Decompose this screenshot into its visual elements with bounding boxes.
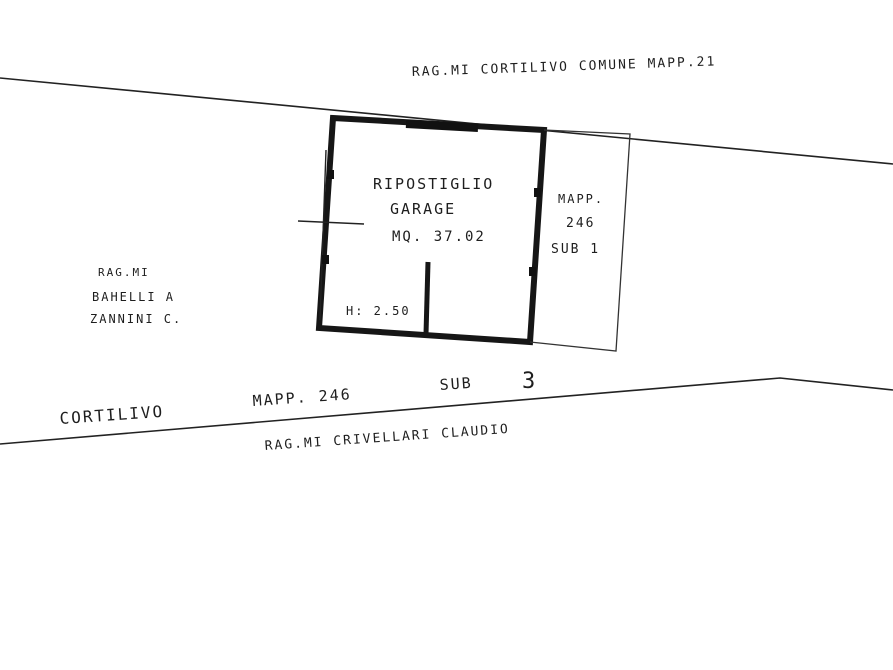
wall-mark-left-upper [327,170,334,179]
wall-mark-left-lower [322,255,329,264]
wall-mark-right-lower [529,267,536,276]
top-neighbor-label: RAG.MI CORTILIVO COMUNE MAPP.21 [412,54,717,80]
upper-boundary-line [0,77,893,165]
courtyard-label: CORTILIVO [59,402,165,428]
lower-boundary-line [0,377,893,445]
side-unit-label-1: MAPP. [558,192,604,206]
room-use-label: GARAGE [390,200,456,218]
courtyard-ref-label: MAPP. 246 [252,385,352,410]
internal-partition [423,261,431,335]
top-window [405,120,479,132]
room-height-label: H: 2.50 [346,304,411,318]
room-area-label: MQ. 37.02 [392,229,486,245]
room-name-label: RIPOSTIGLIO [373,175,494,193]
left-neighbor-label-1: RAG.MI [98,266,150,279]
left-neighbor-label-3: ZANNINI C. [90,312,182,326]
side-unit-label-3: SUB 1 [551,242,600,257]
garage-left-inner-wall [319,149,327,321]
adjacent-unit-outline [529,129,631,352]
door-marker-horizontal [297,220,365,225]
left-neighbor-label-2: BAHELLI A [92,290,175,304]
bottom-neighbor-label: RAG.MI CRIVELLARI CLAUDIO [264,422,510,454]
courtyard-sub-number: 3 [522,369,537,394]
wall-mark-right-upper [534,188,541,197]
side-unit-label-2: 246 [566,216,595,231]
courtyard-sub-label: SUB [439,374,473,394]
